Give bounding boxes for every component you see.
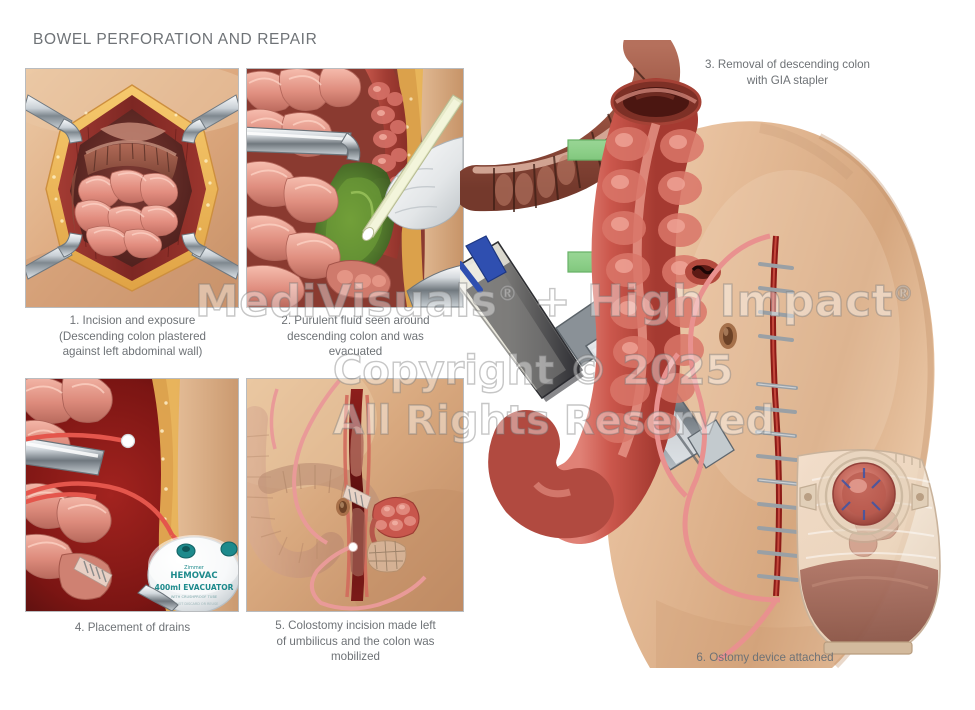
caption-line: 4. Placement of drains [74,621,191,634]
small-bowel-loops [74,169,179,259]
caption-line: of umbilicus and the colon was [276,634,435,648]
caption-panel-6: 6. Ostomy device attached [620,650,910,666]
caption-panel-1: 1. Incision and exposure (Descending col… [20,313,245,360]
sutured-midline-incision [755,235,799,597]
right-scene-illustration [460,40,941,669]
svg-text:WITH CRUSHPROOF TUBE: WITH CRUSHPROOF TUBE [171,595,218,599]
caption-line: 2. Purulent fluid seen around [281,314,430,327]
caption-panel-5: 5. Colostomy incision made left of umbil… [243,618,468,665]
drain-port-2 [220,541,238,557]
drain-tubes [269,379,427,611]
panel-incision-and-exposure [25,68,239,308]
stapled-bowel-stump [58,552,113,600]
caption-line: 6. Ostomy device attached [696,651,834,664]
umbilicus [719,323,737,349]
panel-5-illustration [247,379,463,611]
caption-line: 1. Incision and exposure [69,314,196,327]
caption-panel-3: 3. Removal of descending colon with GIA … [655,57,920,88]
panel-2-illustration [247,69,463,307]
umbilicus [336,498,350,516]
instrument-bottom [137,584,179,611]
caption-panel-4: 4. Placement of drains [20,620,245,636]
resected-descending-colon-specimen [488,78,721,544]
hemovac-capacity-label: 400ml EVACUATOR [155,583,234,592]
retractor-blade [247,126,361,162]
retractor-blade [26,437,105,476]
caption-line: 5. Colostomy incision made left [275,619,436,632]
stapled-bowel-in-incision [342,484,372,510]
caption-line: 3. Removal of descending colon [705,58,870,71]
transverse-colon [84,136,178,179]
midline-incision [342,389,372,601]
caption-line: descending colon and was [287,329,424,343]
svg-text:DO NOT DISCARD OR REUSE: DO NOT DISCARD OR REUSE [170,602,219,606]
ostomy-device [796,449,941,655]
panel-placement-of-drains: Zimmer HEMOVAC 400ml EVACUATOR WITH CRUS… [25,378,239,612]
drain-tip [120,433,136,449]
suction-cannula[interactable] [360,94,463,243]
ghosted-colon [247,406,344,579]
caption-line: mobilized [331,650,380,663]
panel-1-illustration [26,69,238,307]
retractor-lower [406,264,463,307]
suture-patch [366,540,407,573]
panel-colostomy-incision [246,378,464,612]
bag-closure-strip [823,641,913,655]
descending-colon [71,165,78,237]
caption-line: (Descending colon plastered [59,329,206,343]
stapler-lever [465,235,507,283]
stoma-exteriorized-bowel [369,496,420,545]
hemovac-brand-label: HEMOVAC [170,571,217,581]
caption-line: evacuated [328,345,383,358]
surgical-retractors [26,94,238,280]
hemovac-maker-label: Zimmer [184,565,205,571]
caption-line: against left abdominal wall) [62,345,203,358]
caption-panel-2: 2. Purulent fluid seen around descending… [243,313,468,360]
hemovac-evacuator: Zimmer HEMOVAC 400ml EVACUATOR WITH CRUS… [147,535,238,611]
drain-tubing [653,233,781,663]
page-title: BOWEL PERFORATION AND REPAIR [33,31,318,48]
stoma [832,462,896,526]
panel-purulent-fluid [246,68,464,308]
cut-lumen-end [610,78,702,126]
drain-tip [348,542,358,552]
caption-line: with GIA stapler [746,73,829,87]
panel-4-illustration: Zimmer HEMOVAC 400ml EVACUATOR WITH CRUS… [26,379,238,611]
